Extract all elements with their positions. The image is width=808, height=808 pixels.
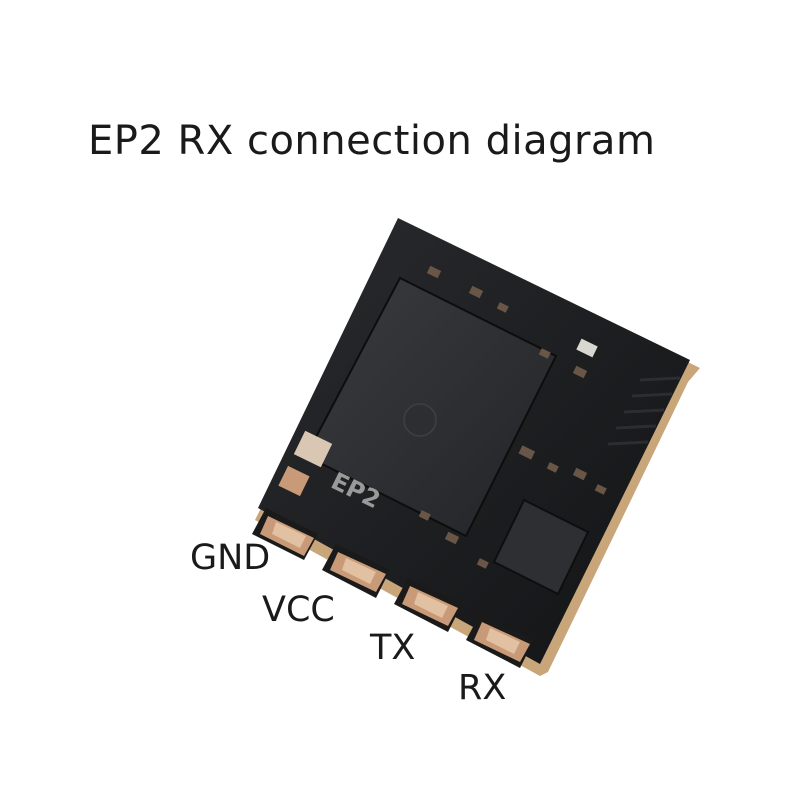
secondary-chip: [492, 498, 590, 596]
chip-logo-mark: [403, 403, 437, 437]
main-chip: [304, 276, 558, 538]
bind-pad: [293, 430, 333, 468]
pin-pad-vcc: [322, 544, 390, 598]
pin-pad-tx: [394, 578, 462, 632]
pin-pad-gnd: [252, 508, 318, 560]
status-led: [576, 338, 598, 358]
pin-label-vcc: VCC: [262, 590, 335, 630]
pin-label-tx: TX: [370, 628, 416, 668]
diagram-title: EP2 RX connection diagram: [88, 118, 656, 164]
boot-pad: [278, 465, 310, 497]
smd-components: [418, 265, 607, 569]
pin-pad-rx: [466, 614, 534, 668]
pin-label-rx: RX: [458, 668, 507, 708]
antenna-trace: [607, 376, 681, 446]
pin-label-gnd: GND: [190, 538, 271, 578]
